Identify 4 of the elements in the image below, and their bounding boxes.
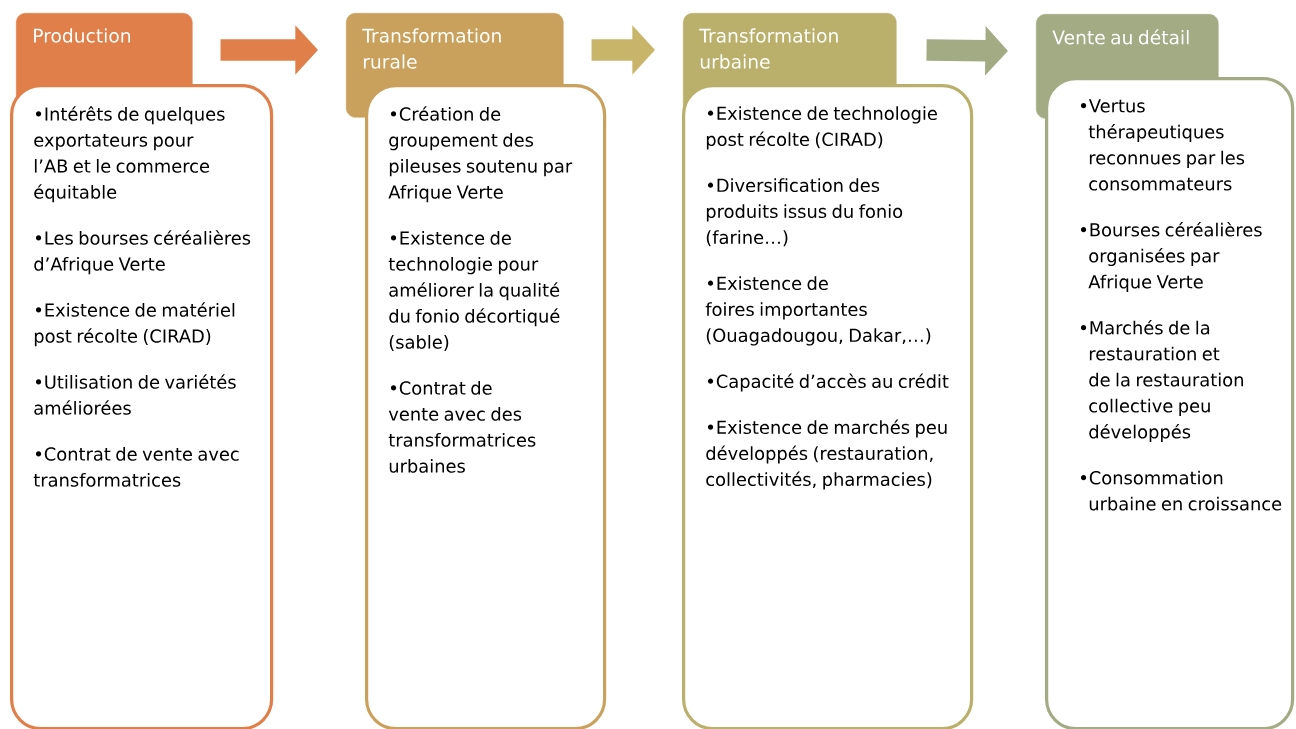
- bullet-list-box: •Création de groupement des pileuses soutenu par Afrique Verte •Existence de technologie pour améliorer la qualité du fonio décortiqué (sable) •Contrat de vente avec des transformatrices urbaines: [365, 84, 607, 729]
- bullet-list-box: •Existence de technologie post récolte (CIRAD) •Diversification des produits issus du fonio (farine…) •Existence de foires importantes (Ouagadougou, Dakar,…) •Capacité d’accès au crédit •Existence de marchés peu développés (restauration, collectivités, pharmacies): [682, 84, 974, 729]
- bullet-list-box: •Vertus thérapeutiques reconnues par les consommateurs •Bourses céréalières organisées par Afrique Verte •Marchés de la restauration et de la restauration collective peu développés •Consommation urbaine en croissance: [1045, 77, 1295, 729]
- bullet-list-box: •Intérêts de quelques exportateurs pour l’AB et le commerce équitable •Les bourses céréalières d’Afrique Verte •Existence de matériel post récolte (CIRAD) •Utilisation de variétés améliorées •Contrat de vente avec transformatrices: [10, 84, 274, 729]
